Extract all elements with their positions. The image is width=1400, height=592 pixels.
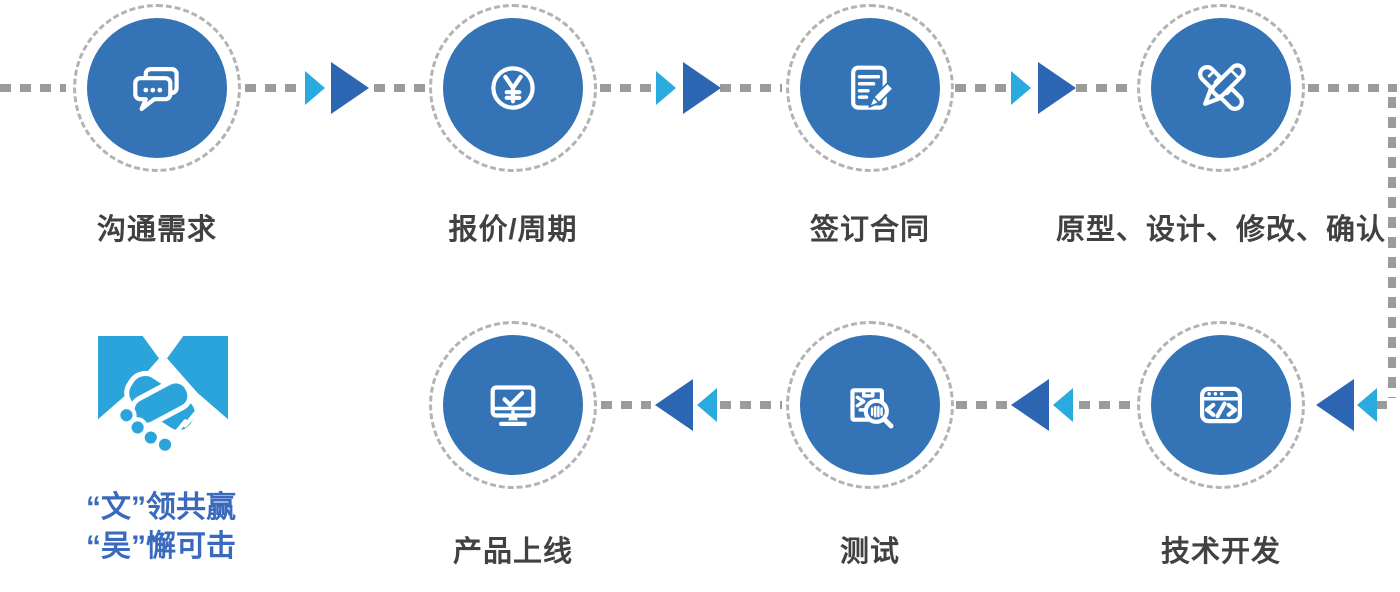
step-circle: [1151, 335, 1291, 475]
dashed-connector: [1076, 84, 1133, 92]
dashed-connector: [0, 84, 66, 92]
step-label-communicate: 沟通需求: [96, 214, 218, 246]
arrow-left-large-icon: [1316, 379, 1354, 431]
dashed-connector: [720, 401, 782, 409]
dashed-connector: [956, 401, 1007, 409]
dashed-connector: [1308, 84, 1397, 92]
step-node-quote: [429, 4, 597, 172]
arrow-left-large-icon: [1011, 379, 1049, 431]
step-node-test: [786, 321, 954, 489]
step-node-design: [1137, 4, 1305, 172]
step-node-launch: [429, 321, 597, 489]
step-label-design: 原型、设计、修改、确认: [1055, 214, 1387, 246]
step-label-test: 测试: [839, 536, 901, 568]
dashed-connector: [245, 84, 301, 92]
arrow-right-small-icon: [305, 71, 325, 105]
arrow-left-large-icon: [655, 379, 693, 431]
dashed-connector: [720, 84, 782, 92]
monitor-check-icon: [490, 385, 536, 426]
arrow-right-small-icon: [1011, 71, 1031, 105]
step-node-develop: [1137, 321, 1305, 489]
dashed-connector: [1079, 401, 1134, 409]
dashed-connector: [374, 84, 426, 92]
step-label-contract: 签订合同: [809, 214, 931, 246]
dashed-connector: [600, 84, 652, 92]
arrow-left-small-icon: [1357, 388, 1377, 422]
step-circle: [443, 335, 583, 475]
brand-slogan-line2: “吴”懈可击: [86, 530, 236, 563]
step-circle: [800, 18, 940, 158]
arrow-right-large-icon: [1038, 62, 1076, 114]
contract-edit-icon: [851, 65, 894, 110]
package-inspect-icon: [850, 388, 894, 429]
step-circle: [443, 18, 583, 158]
step-node-communicate: [73, 4, 241, 172]
arrow-left-small-icon: [697, 388, 717, 422]
step-label-launch: 产品上线: [452, 536, 574, 568]
dashed-connector: [955, 84, 1007, 92]
code-window-icon: [1200, 386, 1242, 424]
brand-slogan: “文”领共赢 “吴”懈可击: [86, 488, 236, 566]
brand-slogan-line1: “文”领共赢: [86, 491, 236, 524]
arrow-right-small-icon: [656, 71, 676, 105]
dashed-connector: [601, 401, 651, 409]
step-node-contract: [786, 4, 954, 172]
arrow-right-large-icon: [331, 62, 369, 114]
step-circle: [800, 335, 940, 475]
dashed-connector-vertical: [1388, 97, 1396, 398]
dashed-connector: [1376, 401, 1396, 409]
handshake-icon: [98, 336, 228, 455]
step-circle: [1151, 18, 1291, 158]
step-label-develop: 技术开发: [1160, 536, 1282, 568]
yen-coin-icon: [491, 66, 535, 110]
step-circle: [87, 18, 227, 158]
chat-bubbles-icon: [133, 67, 179, 112]
step-label-quote: 报价/周期: [448, 214, 578, 246]
arrow-right-large-icon: [683, 62, 721, 114]
pencil-ruler-icon: [1198, 63, 1246, 111]
arrow-left-small-icon: [1053, 388, 1073, 422]
